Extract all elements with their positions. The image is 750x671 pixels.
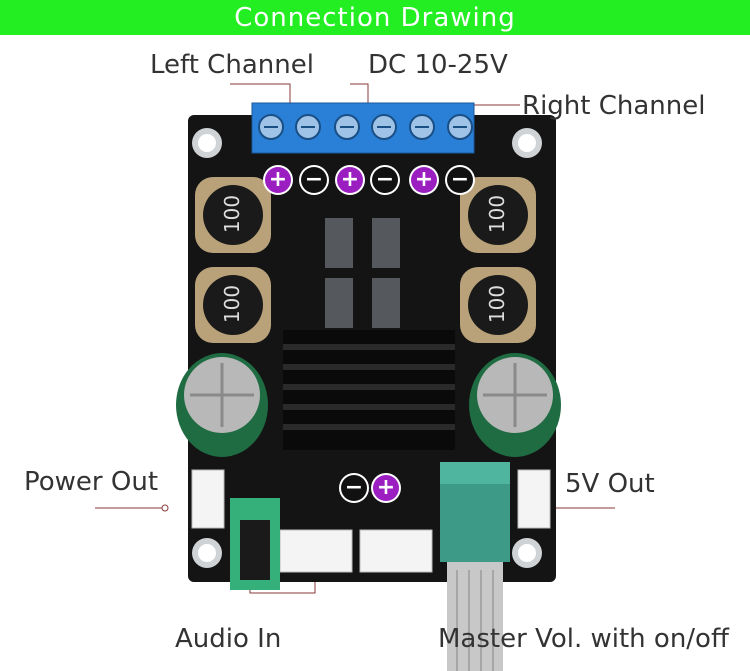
mounting-holes	[192, 128, 542, 568]
audio-in-label: Audio In	[175, 624, 282, 654]
plus-icon: +	[337, 167, 363, 193]
jst-connectors	[191, 469, 551, 573]
left-channel-label: Left Channel	[150, 50, 314, 80]
screw-terminals	[251, 102, 475, 154]
capacitors	[176, 353, 561, 457]
inductors	[195, 177, 536, 343]
title-banner: Connection Drawing	[0, 0, 750, 35]
audio-jack	[230, 498, 280, 590]
inductor-marking: 100	[220, 194, 245, 234]
master-volume-label: Master Vol. with on/off	[438, 624, 729, 654]
inductor-marking: 100	[220, 284, 245, 324]
minus-icon: −	[447, 167, 473, 193]
five-volt-out-label: 5V Out	[565, 469, 655, 499]
volume-potentiometer	[440, 462, 510, 671]
amplifier-board-illustration	[95, 83, 615, 671]
heatsink	[283, 330, 455, 450]
power-out-label: Power Out	[24, 467, 159, 497]
banner-title: Connection Drawing	[234, 2, 516, 33]
dc-input-label: DC 10-25V	[368, 50, 508, 80]
plus-icon: +	[373, 475, 399, 501]
plus-icon: +	[265, 167, 291, 193]
inductor-marking: 100	[485, 284, 510, 324]
minus-icon: −	[372, 167, 398, 193]
filter-components	[325, 218, 400, 328]
plus-icon: +	[411, 167, 437, 193]
minus-icon: −	[341, 475, 367, 501]
inductor-marking: 100	[485, 194, 510, 234]
right-channel-label: Right Channel	[522, 91, 706, 121]
minus-icon: −	[301, 167, 327, 193]
